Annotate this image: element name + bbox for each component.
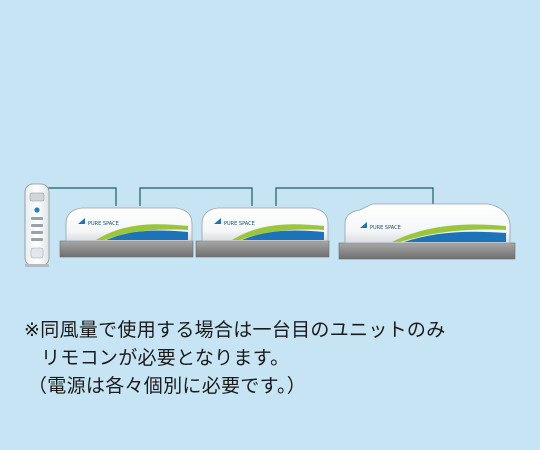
- cable-unit-1-to-unit-2: [139, 187, 253, 206]
- unit-wave-green: [232, 224, 324, 240]
- purifier-unit-3: PURE SPACE: [338, 203, 516, 260]
- svg-text:PURE SPACE: PURE SPACE: [370, 225, 401, 231]
- purifier-unit-1: PURE SPACE: [59, 207, 194, 258]
- purifier-unit-2: PURE SPACE: [195, 207, 330, 258]
- remote-power-button-icon: [34, 207, 40, 213]
- note-line-2: リモコンが必要となります。: [41, 347, 290, 369]
- unit-wave-green: [96, 224, 188, 240]
- note-line-3: （電源は各々個別に必要です。）: [28, 375, 307, 397]
- ceiling-panel: [59, 240, 194, 258]
- unit-wave-blue: [404, 231, 506, 242]
- brand-logo-icon: PURE SPACE: [360, 222, 401, 231]
- remote-base: [25, 264, 49, 267]
- unit-wave-blue: [106, 230, 188, 240]
- connection-cables: [39, 187, 434, 206]
- cable-unit-2-to-unit-3: [275, 187, 434, 206]
- unit-wave-blue: [242, 230, 324, 240]
- note-line-1: ※同風量で使用する場合は一台目のユニットのみ: [24, 319, 446, 341]
- unit-connection-diagram: PURE SPACE PURE SPACE PURE SPACE: [24, 183, 516, 267]
- ceiling-panel: [195, 240, 330, 258]
- svg-text:PURE SPACE: PURE SPACE: [224, 221, 255, 227]
- unit-wave-green: [392, 224, 506, 242]
- cable-remote-to-unit-1: [39, 187, 117, 206]
- ceiling-panel: [338, 242, 516, 260]
- remote-controller: [24, 183, 50, 267]
- brand-logo-icon: PURE SPACE: [78, 218, 119, 227]
- svg-text:PURE SPACE: PURE SPACE: [88, 221, 119, 227]
- brand-logo-icon: PURE SPACE: [214, 218, 255, 227]
